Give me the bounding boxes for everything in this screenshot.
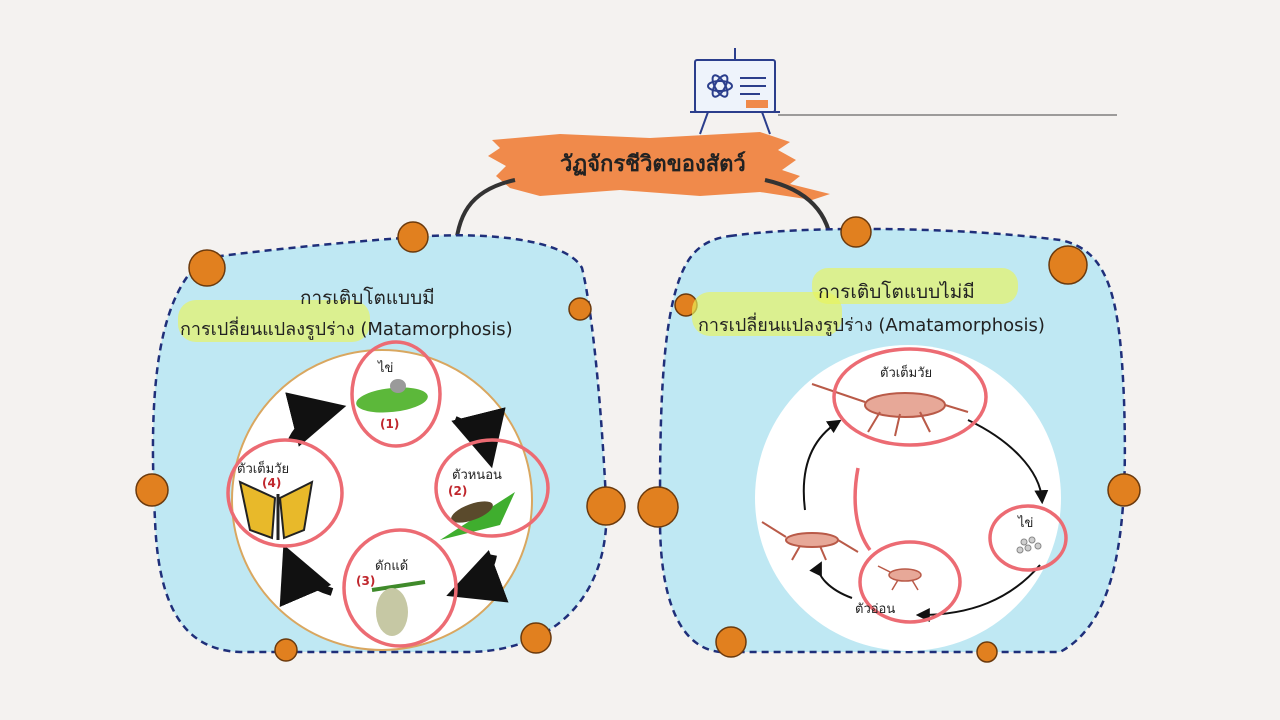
right-heading-line1: การเติบโตแบบไม่มี — [818, 281, 975, 303]
nymph-insect-shape — [877, 565, 922, 591]
left-heading-line1: การเติบโตแบบมี — [300, 287, 435, 309]
stage-nymph-right-label: ตัวอ่อน — [855, 602, 896, 617]
pupa-shape — [376, 588, 408, 636]
young-insect-shape — [761, 521, 859, 561]
stage-egg-number: (1) — [380, 417, 400, 431]
stage-egg-label: ไข่ — [378, 361, 394, 376]
highlight-right-2 — [692, 292, 842, 336]
stage-caterpillar-label: ตัวหนอน — [452, 468, 502, 483]
insect-eggs-shape — [1016, 536, 1042, 554]
stage-caterpillar-number: (2) — [448, 484, 468, 498]
presentation-board-icon — [690, 48, 780, 135]
egg-shape — [390, 379, 406, 393]
right-heading-line2: การเปลี่ยนแปลงรูปร่าง (Amatamorphosis) — [698, 315, 1045, 336]
right-cycle-circle — [755, 345, 1061, 651]
stage-adult-label: ตัวเต็มวัย — [237, 462, 290, 477]
cycle-arrow-3 — [279, 544, 334, 608]
decorative-dots — [135, 216, 1141, 663]
highlight-left — [178, 300, 370, 342]
stage-egg-right-label: ไข่ — [1018, 516, 1034, 531]
left-heading-line2: การเปลี่ยนแปลงรูปร่าง (Matamorphosis) — [180, 319, 513, 340]
marker-circles-left — [226, 340, 550, 648]
cycle-arrow-2 — [446, 550, 509, 603]
adult-insect-shape — [811, 383, 969, 437]
stage-adult-number: (4) — [262, 476, 282, 490]
cycle-arrow-r4 — [802, 419, 842, 511]
butterfly-shape — [238, 480, 314, 540]
stage-pupa-number: (3) — [356, 574, 376, 588]
title-brush-banner — [488, 132, 830, 200]
highlight-right-1 — [812, 268, 1018, 304]
page-title: วัฏจักรชีวิตของสัตว์ — [560, 152, 746, 177]
cycle-arrow-1 — [451, 407, 506, 469]
cycle-arrow-r3 — [809, 561, 853, 599]
cycle-arrow-r1 — [967, 419, 1049, 505]
stage-adult-right-label: ตัวเต็มวัย — [880, 366, 933, 381]
pupa-stick — [371, 580, 426, 592]
cycle-arrow-4 — [285, 392, 347, 447]
marker-circles-right — [832, 347, 1068, 624]
egg-leaf — [356, 387, 428, 413]
stage-pupa-label: ดักแด้ — [375, 559, 409, 574]
caterpillar-shape — [451, 501, 493, 523]
